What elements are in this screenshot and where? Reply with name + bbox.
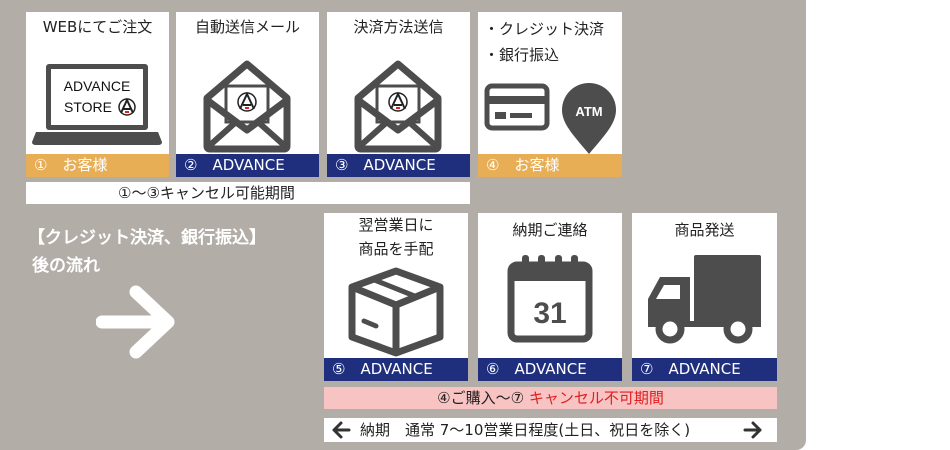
calendar-icon: 31 — [507, 255, 593, 343]
step-title: 納期ご連絡 — [512, 221, 588, 239]
flow-heading: 【クレジット決済、銀行振込】 後の流れ — [28, 224, 266, 280]
step-title: 決済方法送信 — [353, 18, 444, 36]
delivery-time-label: 納期 通常 7～10営業日程度(土日、祝日を除く) — [360, 421, 691, 439]
laptop-screen-text: STORE — [64, 99, 112, 115]
step-actor-label: ① お客様 — [26, 154, 169, 177]
delivery-time-strip: 納期 通常 7～10営業日程度(土日、祝日を除く) — [324, 418, 777, 442]
atm-text: ATM — [575, 104, 602, 119]
step-actor-label: ④ お客様 — [478, 154, 622, 177]
step-5-card: 翌営業日に 商品を手配 ⑤ ADVANCE — [324, 213, 468, 381]
step-title-line: 翌営業日に — [358, 216, 434, 234]
step-3-card: 決済方法送信 ③ ADVANCE — [327, 12, 470, 177]
envelope-icon — [203, 60, 291, 153]
laptop-screen-text: ADVANCE — [64, 78, 131, 94]
cancel-period-strip: ①～③キャンセル可能期間 — [26, 182, 470, 204]
step-4-card: ・クレジット決済 ・銀行振込 ATM ④ お客様 — [478, 12, 622, 177]
laptop-icon: ADVANCE STORE — [32, 64, 162, 145]
no-cancel-highlight: キャンセル不可期間 — [528, 389, 664, 407]
step-actor-label: ⑥ ADVANCE — [478, 358, 622, 381]
step-title: 商品発送 — [674, 221, 735, 239]
step-actor-label: ⑤ ADVANCE — [324, 358, 468, 381]
step-1-card: WEBにてご注文 ADVANCE STORE ① お客様 — [26, 12, 169, 177]
step-6-card: 納期ご連絡 31 ⑥ ADVANCE — [478, 213, 622, 381]
cancel-period-label: ①～③キャンセル可能期間 — [118, 184, 295, 202]
step-2-card: 自動送信メール ② ADVANCE — [176, 12, 319, 177]
step-title-line: ・銀行振込 — [484, 46, 560, 64]
credit-card-icon — [484, 83, 550, 131]
calendar-day-text: 31 — [533, 297, 566, 330]
arrow-left-icon — [332, 421, 351, 439]
step-actor-label: ② ADVANCE — [176, 154, 319, 177]
no-cancel-strip: ④ご購入～⑦ キャンセル不可期間 — [324, 387, 777, 409]
flow-heading-line: 後の流れ — [32, 256, 100, 276]
flow-heading-line: 【クレジット決済、銀行振込】 — [28, 228, 266, 248]
atm-pin-icon: ATM — [562, 83, 616, 154]
arrow-right-small-icon — [743, 421, 762, 439]
step-7-card: 商品発送 ⑦ ADVANCE — [632, 213, 777, 381]
step-title: 自動送信メール — [194, 18, 300, 36]
truck-icon — [648, 255, 761, 344]
envelope-icon — [354, 60, 442, 153]
arrow-right-icon — [96, 285, 175, 359]
box-icon — [348, 267, 444, 357]
advance-logo-icon — [118, 97, 136, 116]
step-title-line: 商品を手配 — [358, 240, 434, 258]
step-actor-label: ⑦ ADVANCE — [632, 358, 777, 381]
step-title-line: ・クレジット決済 — [484, 20, 605, 38]
step-title: WEBにてご注文 — [42, 18, 153, 36]
step-actor-label: ③ ADVANCE — [327, 154, 470, 177]
step-title: 翌営業日に 商品を手配 — [324, 213, 468, 261]
payment-icons: ATM — [484, 83, 616, 154]
no-cancel-prefix: ④ご購入～⑦ — [437, 389, 529, 407]
step-title: ・クレジット決済 ・銀行振込 — [484, 16, 622, 68]
